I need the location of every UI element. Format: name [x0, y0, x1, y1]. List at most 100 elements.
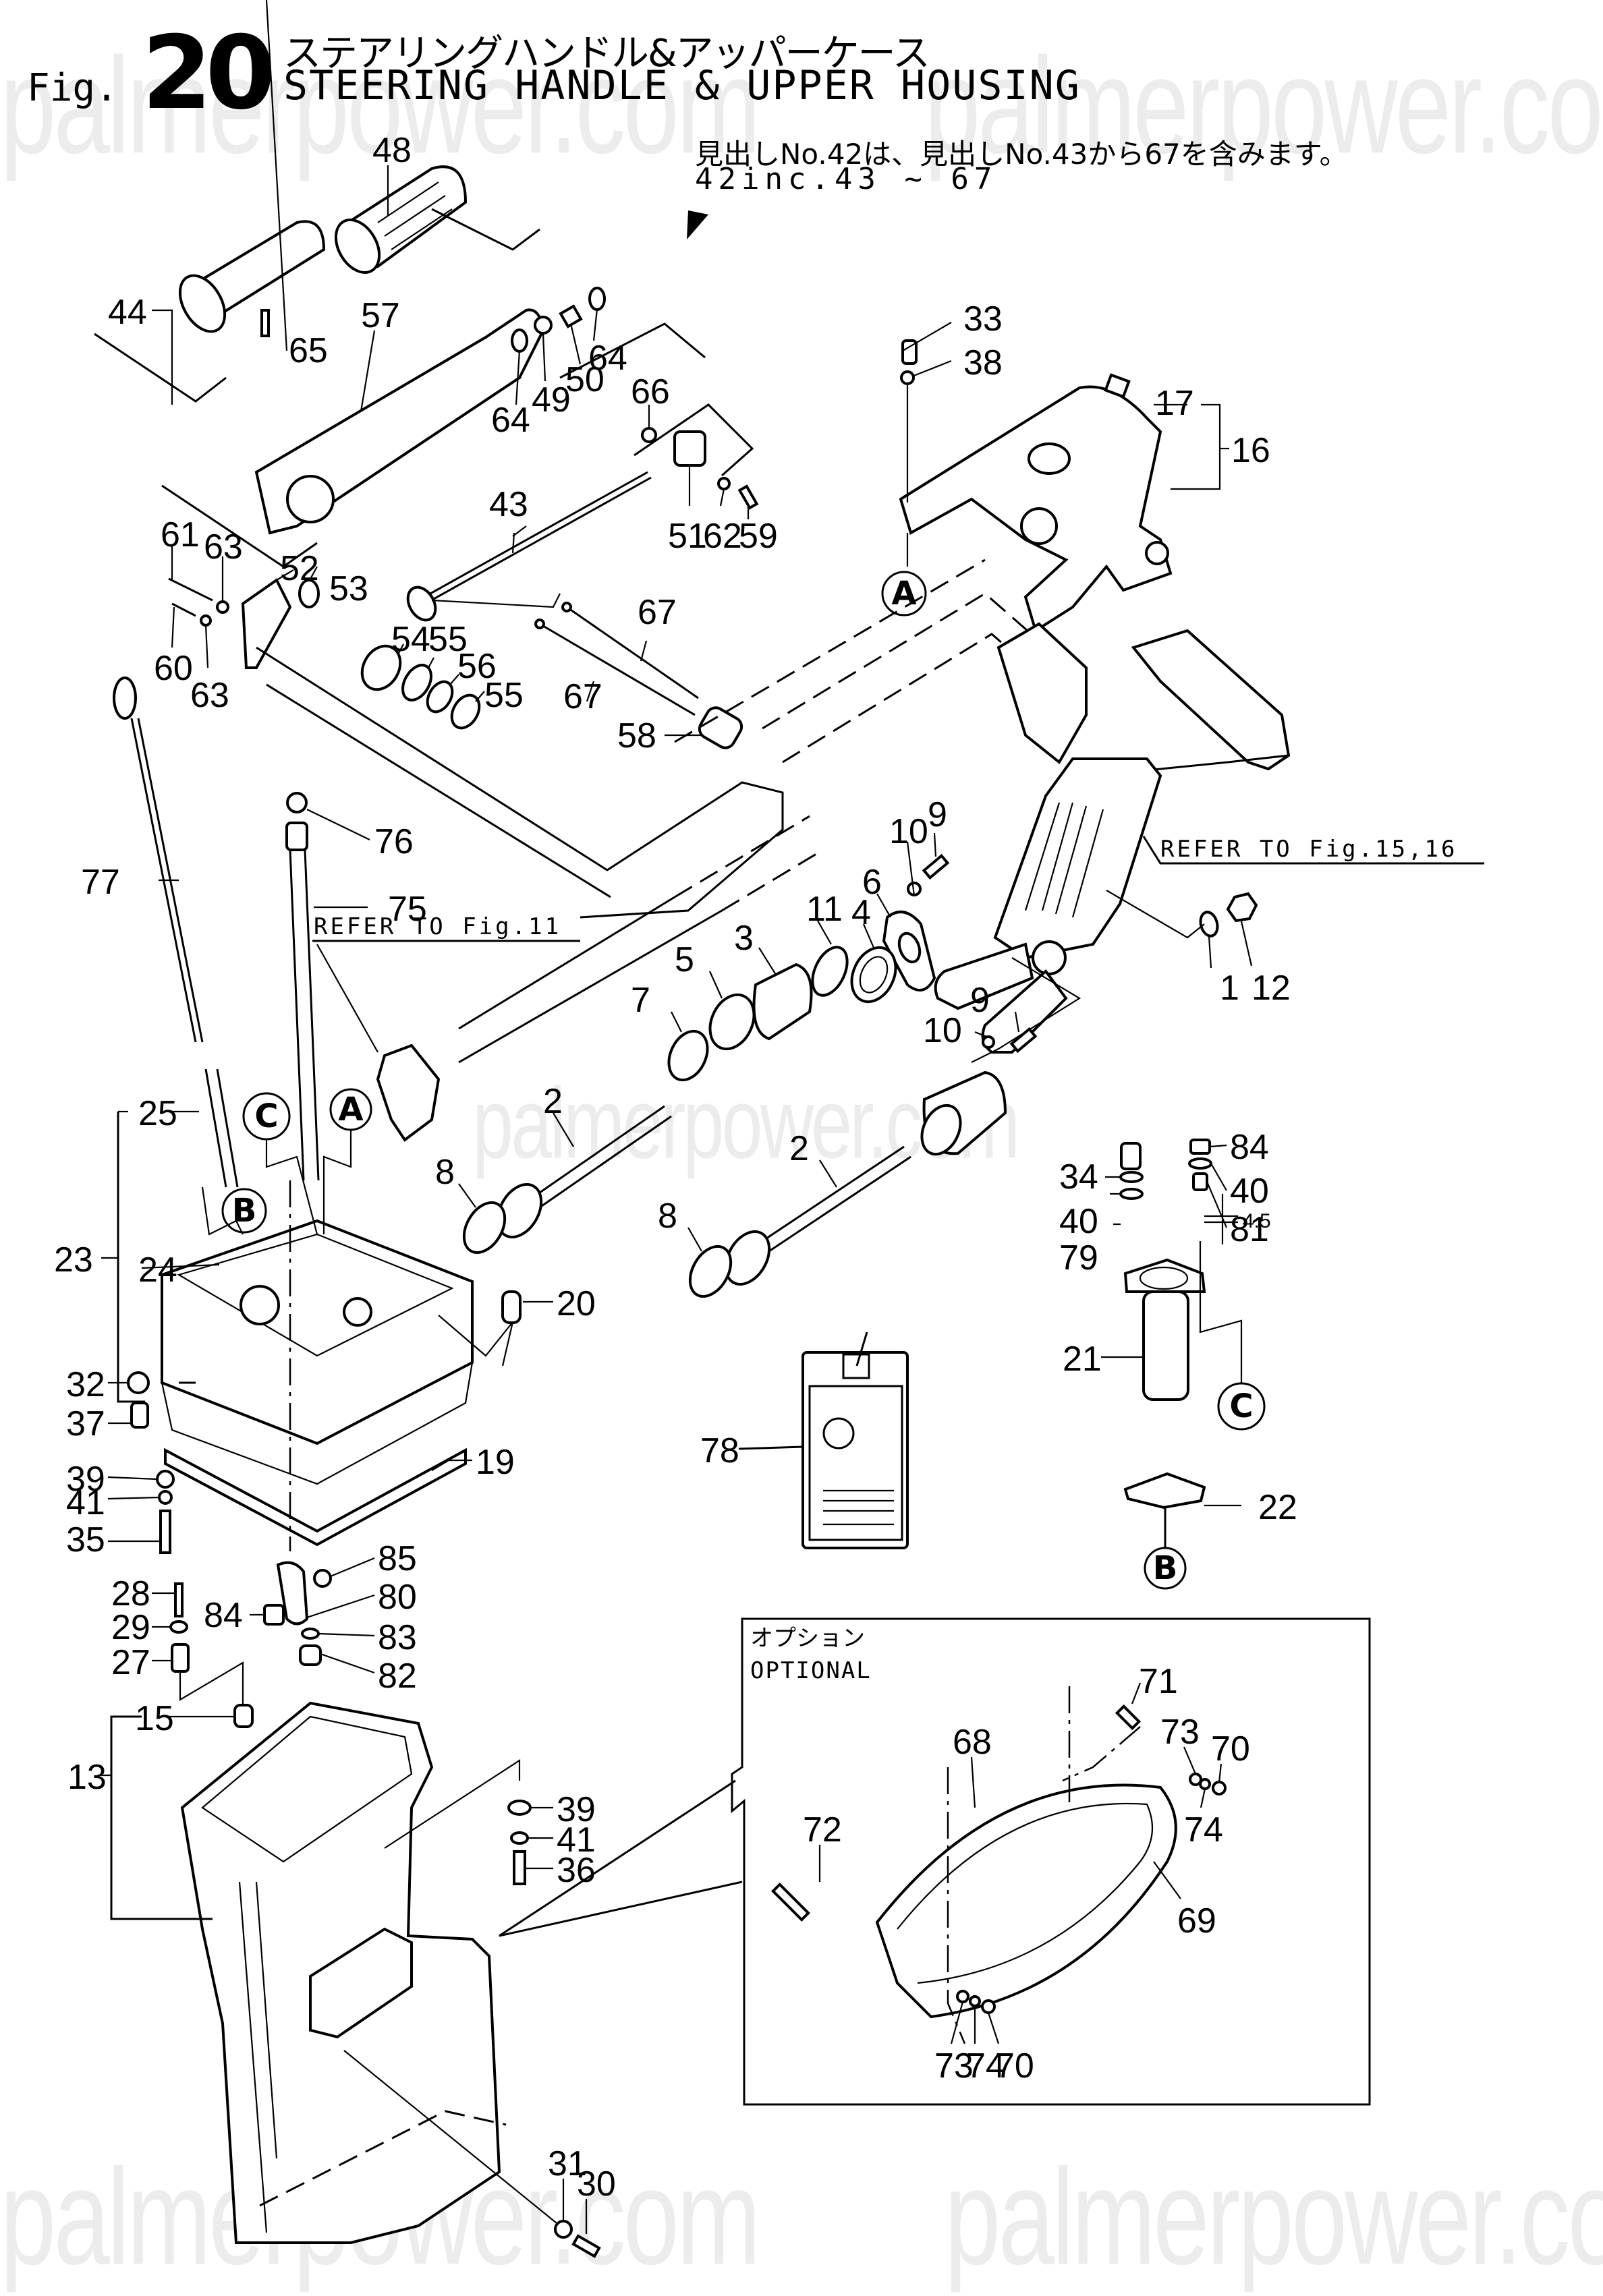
- ref-marker-b-upper: B: [221, 1188, 267, 1234]
- bearing-7: [667, 1029, 709, 1082]
- nut-66: [641, 427, 657, 443]
- bolt-36: [513, 1850, 526, 1885]
- shroud-68-69: [875, 1686, 1177, 2044]
- washer-74a: [1199, 1778, 1211, 1790]
- washer-64a: [511, 328, 528, 353]
- ref-marker-b-lower: B: [1144, 1547, 1187, 1590]
- title-english: STEERING HANDLE & UPPER HOUSING: [283, 62, 1081, 109]
- title-japanese: ステアリングハンドル&アッパーケース: [283, 32, 930, 76]
- callout-64-left: 64: [491, 401, 530, 440]
- callout-74-upper: 74: [1184, 1810, 1223, 1849]
- callout-51: 51: [668, 517, 707, 556]
- callout-75: 75: [388, 890, 427, 929]
- washer-74b: [969, 1995, 981, 2007]
- upper-cover-24: [161, 1219, 474, 1485]
- callout-55-lower: 55: [484, 676, 524, 715]
- washer-31: [554, 2220, 573, 2239]
- bearing-5: [708, 993, 756, 1051]
- bolt-33: [901, 339, 918, 365]
- wave-washer-56: [426, 680, 454, 714]
- callout-31: 31: [548, 2144, 587, 2183]
- callout-7: 7: [631, 981, 650, 1020]
- refer-fig15-16-leader: [1142, 836, 1484, 865]
- callout-59: 59: [739, 517, 778, 556]
- callout-66: 66: [631, 372, 670, 411]
- screw-30: [571, 2234, 601, 2258]
- callout-8-right: 8: [658, 1197, 677, 1236]
- note-pointer-arrow: [687, 210, 708, 239]
- bracket-80: [276, 1561, 309, 1626]
- callout-25: 25: [138, 1094, 177, 1133]
- callout-84-left: 84: [204, 1596, 243, 1635]
- o-ring-11: [811, 946, 849, 997]
- dipstick-77: [113, 677, 204, 1043]
- callout-6: 6: [862, 863, 882, 902]
- throttle-shaft-44: [178, 220, 326, 333]
- figure-prefix: Fig.: [27, 66, 118, 110]
- refer-fig15-16-text: REFER TO Fig.15,16: [1160, 836, 1457, 863]
- callout-13: 13: [67, 1758, 107, 1797]
- swivel-shaft-2a: [496, 1105, 672, 1238]
- nut-70b: [981, 1999, 996, 2014]
- callout-68: 68: [953, 1723, 992, 1762]
- washer-83: [301, 1628, 320, 1640]
- nut-84b: [263, 1604, 285, 1626]
- callout-16: 16: [1231, 431, 1270, 470]
- callout-41-upper: 41: [66, 1483, 105, 1522]
- callout-71: 71: [1139, 1662, 1178, 1701]
- callout-19: 19: [476, 1443, 515, 1482]
- washer-73b: [956, 1990, 969, 2003]
- bolt-35: [159, 1510, 171, 1554]
- plug-37: [130, 1402, 149, 1429]
- cover-plate-8b: [688, 1245, 733, 1298]
- callout-56: 56: [457, 647, 497, 686]
- callout-20: 20: [557, 1284, 596, 1323]
- svg-text:B: B: [232, 1192, 257, 1230]
- washer-38: [900, 370, 915, 385]
- callout-81: 81: [1230, 1210, 1269, 1249]
- callout-63-upper: 63: [204, 527, 243, 567]
- screw-9b: [1009, 1027, 1038, 1054]
- throttle-grip-48: [334, 165, 468, 274]
- throttle-rod-43: [418, 471, 648, 602]
- leader-lines: [98, 0, 1253, 2234]
- screw-9a: [922, 853, 950, 880]
- refer-fig11-text: REFER TO Fig.11: [314, 913, 561, 940]
- washer-1: [1199, 911, 1219, 938]
- callout-8-left: 8: [435, 1153, 455, 1192]
- washer-10b: [982, 1035, 995, 1049]
- callout-10-upper: 10: [889, 812, 928, 851]
- callout-82: 82: [378, 1657, 417, 1696]
- callout-40-right: 40: [1230, 1172, 1269, 1211]
- callout-77: 77: [81, 863, 120, 902]
- callout-4: 4: [851, 893, 871, 932]
- callout-32: 32: [66, 1365, 105, 1404]
- callout-10-lower: 10: [923, 1011, 962, 1050]
- cover-plate-8a: [462, 1201, 507, 1254]
- upper-housing-13: [180, 1701, 507, 2244]
- callout-34: 34: [1059, 1157, 1098, 1197]
- svg-text:B: B: [1153, 1549, 1178, 1587]
- callout-39-upper: 39: [66, 1460, 105, 1499]
- cable-67a: [566, 606, 699, 699]
- washer-62: [717, 477, 731, 490]
- ref-marker-c-lower: C: [1217, 1382, 1266, 1431]
- fitting-58: [698, 706, 743, 749]
- screw-65: [260, 309, 270, 337]
- callout-labels: 48 44 65 57 64 49 50 64 66 51 62 59 43 6…: [54, 131, 1297, 2204]
- callout-17: 17: [1155, 384, 1194, 423]
- bolt-72: [771, 1883, 810, 1922]
- callout-72: 72: [803, 1810, 842, 1849]
- callout-39-lower: 39: [557, 1790, 596, 1829]
- swivel-shaft-2b: [724, 1145, 911, 1286]
- nut-39b: [507, 1800, 532, 1816]
- plate-51: [673, 430, 706, 467]
- shift-lever: [376, 1043, 441, 1142]
- callout-74-lower: 74: [966, 2046, 1005, 2086]
- washer-64b: [588, 287, 606, 311]
- callout-3: 3: [734, 919, 754, 958]
- callout-53: 53: [329, 569, 368, 608]
- bushing-54: [360, 644, 402, 691]
- callout-69: 69: [1177, 1901, 1216, 1941]
- bolt-71: [1115, 1704, 1142, 1731]
